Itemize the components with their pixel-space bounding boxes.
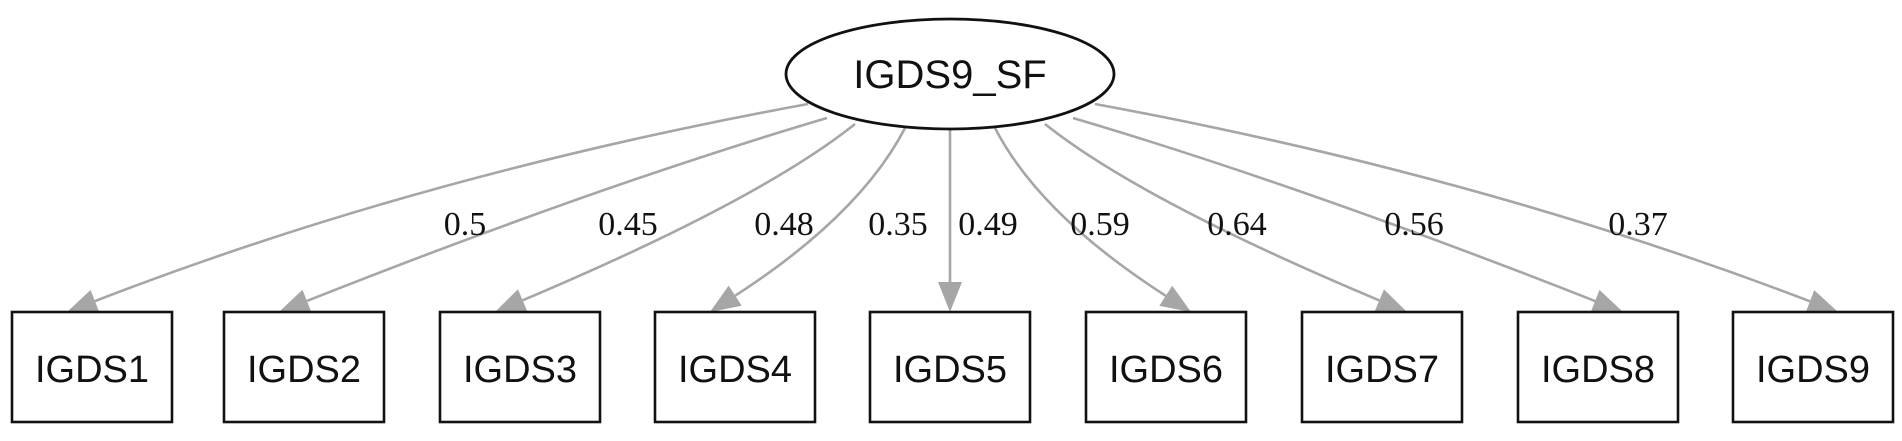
loading-path-igds4 bbox=[734, 127, 907, 297]
arrowhead-igds2 bbox=[279, 289, 312, 313]
loading-path-igds8 bbox=[1072, 116, 1596, 303]
indicator-box-igds5 bbox=[868, 310, 1032, 424]
loading-labels: 0.5 0.45 0.48 0.35 0.49 0.59 0.64 0.56 0.37 bbox=[444, 206, 1668, 243]
loading-path-igds3 bbox=[522, 122, 856, 302]
arrowhead-igds8 bbox=[1590, 289, 1623, 313]
indicator-label-igds1: IGDS1 bbox=[35, 349, 149, 391]
latent-ellipse bbox=[784, 17, 1116, 131]
arrowhead-igds6 bbox=[1159, 285, 1191, 312]
indicator-box-igds4 bbox=[653, 310, 817, 424]
loading-label-igds9: 0.37 bbox=[1608, 206, 1668, 243]
indicator-boxes: IGDS1 IGDS2 IGDS3 IGDS4 IGDS5 IGDS6 IGDS7 IGDS8… bbox=[10, 310, 1895, 424]
loading-label-igds8: 0.56 bbox=[1384, 206, 1444, 243]
indicator-node-igds4: IGDS4 bbox=[653, 310, 817, 424]
indicator-label-igds8: IGDS8 bbox=[1541, 349, 1655, 391]
loading-path-igds7 bbox=[1044, 122, 1380, 302]
indicator-node-igds2: IGDS2 bbox=[222, 310, 386, 424]
loading-label-igds5: 0.49 bbox=[958, 206, 1018, 243]
indicator-label-igds5: IGDS5 bbox=[893, 349, 1007, 391]
indicator-box-igds6 bbox=[1084, 310, 1248, 424]
indicator-node-igds8: IGDS8 bbox=[1516, 310, 1680, 424]
indicator-box-igds9 bbox=[1731, 310, 1895, 424]
latent-factor: IGDS9_SF bbox=[784, 17, 1116, 131]
indicator-box-igds2 bbox=[222, 310, 386, 424]
indicator-label-igds6: IGDS6 bbox=[1109, 349, 1223, 391]
loading-label-igds7: 0.64 bbox=[1207, 206, 1267, 243]
loading-path-igds9 bbox=[1094, 102, 1811, 303]
loading-label-igds3: 0.48 bbox=[754, 206, 814, 243]
indicator-node-igds7: IGDS7 bbox=[1300, 310, 1464, 424]
indicator-label-igds7: IGDS7 bbox=[1325, 349, 1439, 391]
arrowhead-igds7 bbox=[1374, 289, 1407, 312]
arrowhead-igds9 bbox=[1805, 290, 1838, 313]
indicator-label-igds4: IGDS4 bbox=[678, 349, 792, 391]
indicator-label-igds3: IGDS3 bbox=[463, 349, 577, 391]
indicator-node-igds1: IGDS1 bbox=[10, 310, 174, 424]
indicator-label-igds9: IGDS9 bbox=[1756, 349, 1870, 391]
loading-label-igds4: 0.35 bbox=[868, 206, 928, 243]
arrowhead-igds1 bbox=[67, 289, 100, 313]
loading-path-igds2 bbox=[306, 116, 828, 303]
indicator-node-igds5: IGDS5 bbox=[868, 310, 1032, 424]
indicator-box-igds3 bbox=[438, 310, 602, 424]
indicator-label-igds2: IGDS2 bbox=[247, 349, 361, 391]
arrowhead-igds4 bbox=[710, 285, 742, 312]
indicator-box-igds7 bbox=[1300, 310, 1464, 424]
loading-label-igds1: 0.5 bbox=[444, 206, 487, 243]
arrowhead-igds3 bbox=[495, 289, 528, 312]
arrowhead-igds5 bbox=[938, 282, 962, 312]
loading-paths bbox=[67, 102, 1838, 313]
indicator-node-igds3: IGDS3 bbox=[438, 310, 602, 424]
loading-label-igds6: 0.59 bbox=[1070, 206, 1130, 243]
loading-label-igds2: 0.45 bbox=[598, 206, 658, 243]
loading-path-igds1 bbox=[94, 102, 809, 303]
latent-label: IGDS9_SF bbox=[853, 53, 1046, 97]
indicator-node-igds6: IGDS6 bbox=[1084, 310, 1248, 424]
indicator-node-igds9: IGDS9 bbox=[1731, 310, 1895, 424]
loading-path-igds6 bbox=[993, 127, 1167, 297]
indicator-box-igds8 bbox=[1516, 310, 1680, 424]
indicator-box-igds1 bbox=[10, 310, 174, 424]
